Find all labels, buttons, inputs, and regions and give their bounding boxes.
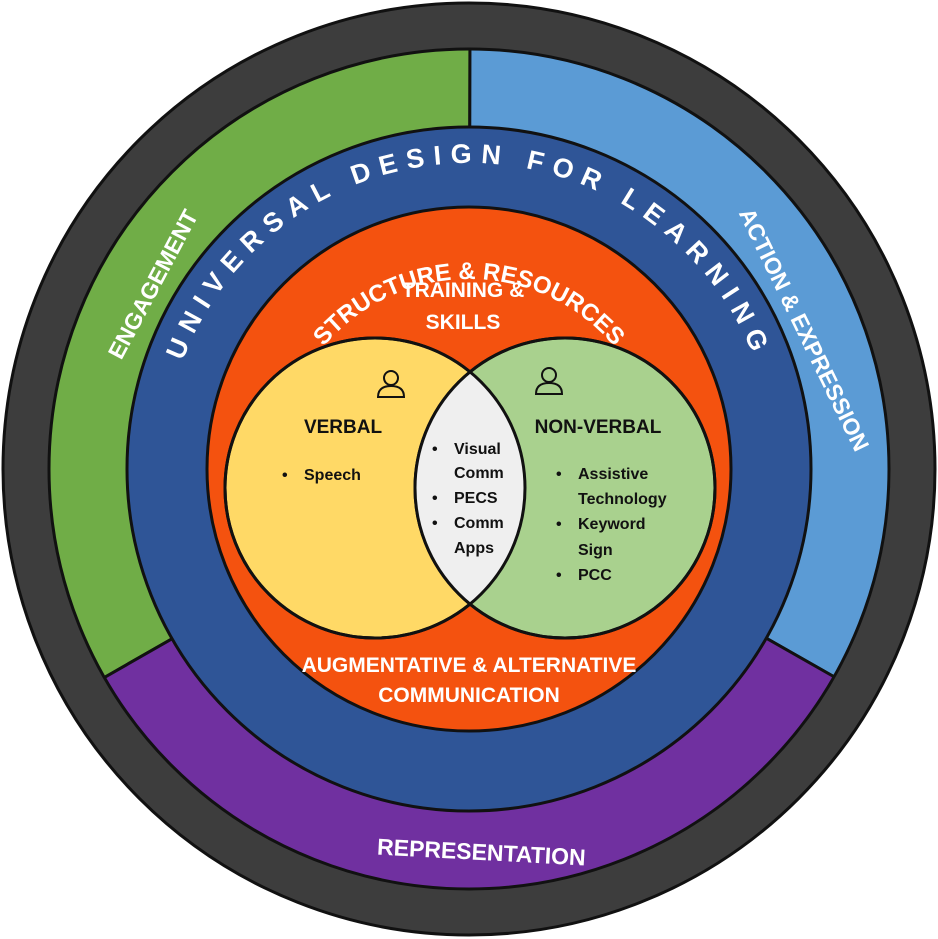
- nonverbal-bullet-1: •: [556, 466, 562, 483]
- overlap-line-2: Comm: [454, 465, 504, 482]
- overlap-line-1: Visual: [454, 441, 501, 458]
- udl-ring-border: [47, 47, 891, 891]
- verbal-title: VERBAL: [304, 417, 383, 438]
- aac-line2: COMMUNICATION: [378, 684, 560, 707]
- nonverbal-line-5: PCC: [578, 567, 612, 584]
- nonverbal-list: • Assistive Technology • Keyword Sign • …: [556, 466, 667, 584]
- verbal-list: • Speech: [282, 467, 361, 484]
- verbal-circle-outline: [223, 336, 527, 640]
- overlap-region: [415, 338, 525, 638]
- nonverbal-line-3: Keyword: [578, 516, 646, 533]
- overlap-bullet-3: •: [432, 515, 438, 532]
- verbal-item-speech: Speech: [304, 467, 361, 484]
- nonverbal-title: NON-VERBAL: [535, 417, 662, 438]
- nonverbal-bullet-2: •: [556, 516, 562, 533]
- nonverbal-bullet-3: •: [556, 567, 562, 584]
- verbal-person-icon: [376, 370, 406, 398]
- nonverbal-person-icon: [534, 367, 564, 395]
- overlap-bullet-1: •: [432, 441, 438, 458]
- training-skills-line2: SKILLS: [426, 311, 501, 334]
- verbal-bullet: •: [282, 467, 288, 484]
- nonverbal-line-1: Assistive: [578, 466, 648, 483]
- nonverbal-line-4: Sign: [578, 542, 613, 559]
- overlap-line-3: PECS: [454, 490, 498, 507]
- nonverbal-circle-outline: [413, 336, 717, 640]
- overlap-list: • Visual Comm • PECS • Comm Apps: [432, 441, 504, 557]
- overlap-bullet-2: •: [432, 490, 438, 507]
- training-skills-line1: TRAINING &: [402, 279, 525, 302]
- overlap-line-5: Apps: [454, 540, 494, 557]
- overlap-line-4: Comm: [454, 515, 504, 532]
- aac-line1: AUGMENTATIVE & ALTERNATIVE: [302, 654, 637, 677]
- nonverbal-line-2: Technology: [578, 491, 667, 508]
